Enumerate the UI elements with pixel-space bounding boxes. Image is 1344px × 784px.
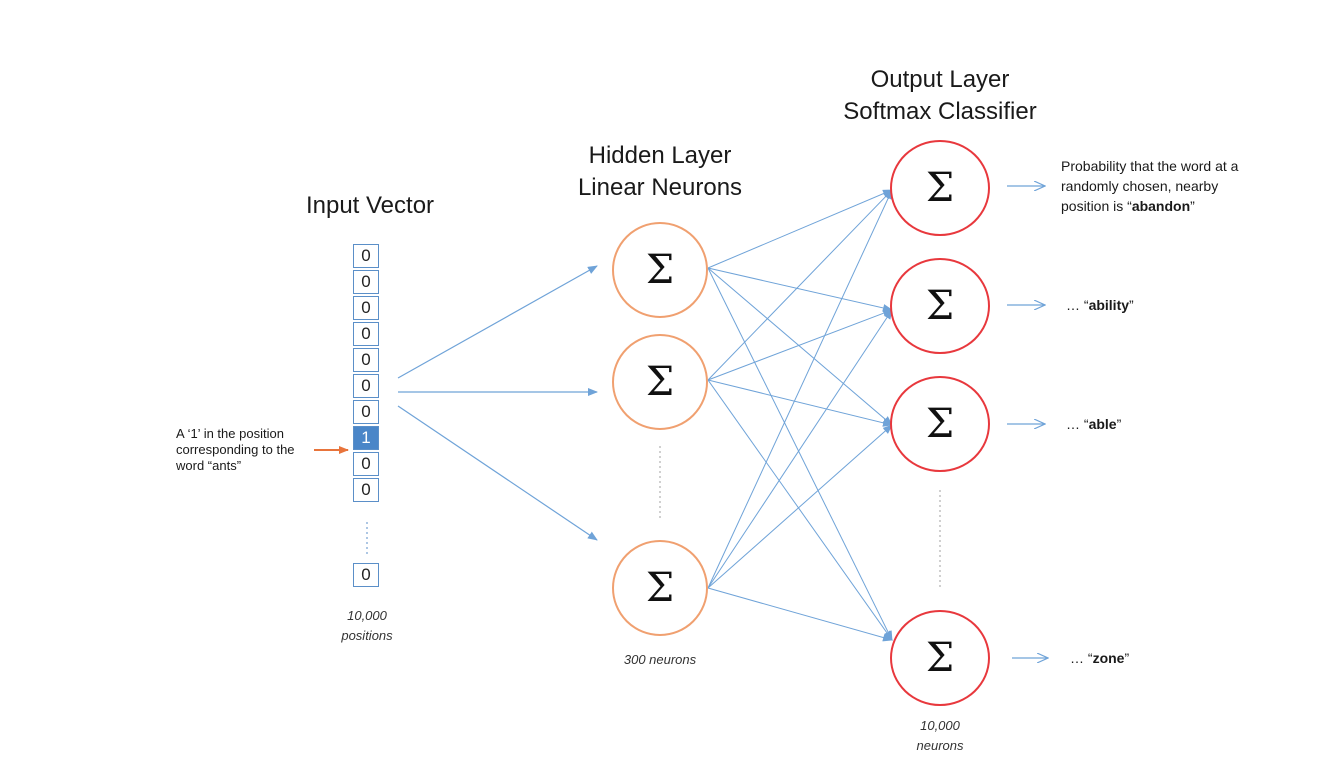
- input-annotation: A ‘1’ in the position corresponding to t…: [176, 426, 316, 474]
- output-neuron: Σ: [890, 376, 990, 472]
- output-layer-caption: 10,000 neurons: [890, 716, 990, 756]
- hidden-neuron: Σ: [612, 334, 708, 430]
- output-caption-line-2: neurons: [916, 738, 964, 753]
- input-cell: 0: [353, 374, 379, 398]
- output-label-abandon: Probability that the word at a randomly …: [1061, 156, 1321, 216]
- hidden-neuron: Σ: [612, 540, 708, 636]
- input-to-hidden-arrows: [397, 265, 598, 541]
- sigma-symbol: Σ: [925, 283, 955, 329]
- abandon-prefix: position is “: [1061, 198, 1132, 214]
- zone-suffix: ”: [1124, 650, 1130, 666]
- output-layer-title: Output Layer Softmax Classifier: [830, 64, 1050, 128]
- ability-prefix: … “: [1066, 297, 1089, 313]
- zone-prefix: … “: [1070, 650, 1093, 666]
- input-cell-active: 1: [353, 426, 379, 450]
- sigma-symbol: Σ: [925, 165, 955, 211]
- output-label-ability: … “ability”: [1066, 295, 1134, 315]
- input-cell: 0: [353, 452, 379, 476]
- input-cell: 0: [353, 478, 379, 502]
- hidden-layer-title-line-1: Hidden Layer: [588, 142, 732, 169]
- ability-word: ability: [1088, 297, 1130, 313]
- zone-word: zone: [1092, 650, 1125, 666]
- sigma-symbol: Σ: [925, 635, 955, 681]
- hidden-layer-title-line-2: Linear Neurons: [577, 174, 743, 201]
- sigma-symbol: Σ: [645, 565, 675, 611]
- able-suffix: ”: [1116, 416, 1122, 432]
- output-label-able: … “able”: [1066, 414, 1121, 434]
- output-layer-title-line-2: Softmax Classifier: [843, 98, 1037, 125]
- input-caption-line-1: 10,000: [347, 608, 387, 623]
- abandon-suffix: ”: [1190, 198, 1195, 214]
- able-prefix: … “: [1066, 416, 1089, 432]
- hidden-to-output-wires: [707, 189, 893, 642]
- hidden-layer-caption: 300 neurons: [623, 652, 697, 667]
- input-cell: 0: [353, 322, 379, 346]
- input-vector-title: Input Vector: [305, 192, 435, 219]
- input-cell: 0: [353, 296, 379, 320]
- hidden-layer-title: Hidden Layer Linear Neurons: [560, 140, 760, 204]
- output-neuron: Σ: [890, 610, 990, 706]
- input-cell: 0: [353, 270, 379, 294]
- sigma-symbol: Σ: [645, 359, 675, 405]
- input-vector-caption: 10,000 positions: [317, 606, 417, 646]
- output-neuron: Σ: [890, 140, 990, 236]
- input-cell-last: 0: [353, 563, 379, 587]
- annotation-line-3: word “ants”: [176, 458, 242, 473]
- sigma-symbol: Σ: [925, 401, 955, 447]
- output-caption-line-1: 10,000: [920, 718, 960, 733]
- abandon-line-1: Probability that the word at a: [1061, 158, 1239, 174]
- output-label-zone: … “zone”: [1070, 648, 1129, 668]
- input-caption-line-2: positions: [341, 628, 393, 643]
- input-cell: 0: [353, 244, 379, 268]
- able-word: able: [1088, 416, 1117, 432]
- output-label-arrows: [1007, 186, 1048, 658]
- output-neuron: Σ: [890, 258, 990, 354]
- output-layer-title-line-1: Output Layer: [870, 66, 1010, 93]
- sigma-symbol: Σ: [645, 247, 675, 293]
- input-cell: 0: [353, 348, 379, 372]
- abandon-line-2: randomly chosen, nearby: [1061, 178, 1219, 194]
- input-cell: 0: [353, 400, 379, 424]
- abandon-line-3: position is “abandon”: [1061, 196, 1321, 216]
- abandon-word: abandon: [1131, 198, 1191, 214]
- ability-suffix: ”: [1129, 297, 1134, 313]
- hidden-neuron: Σ: [612, 222, 708, 318]
- annotation-line-2: corresponding to the: [176, 442, 295, 457]
- annotation-line-1: A ‘1’ in the position: [176, 426, 284, 441]
